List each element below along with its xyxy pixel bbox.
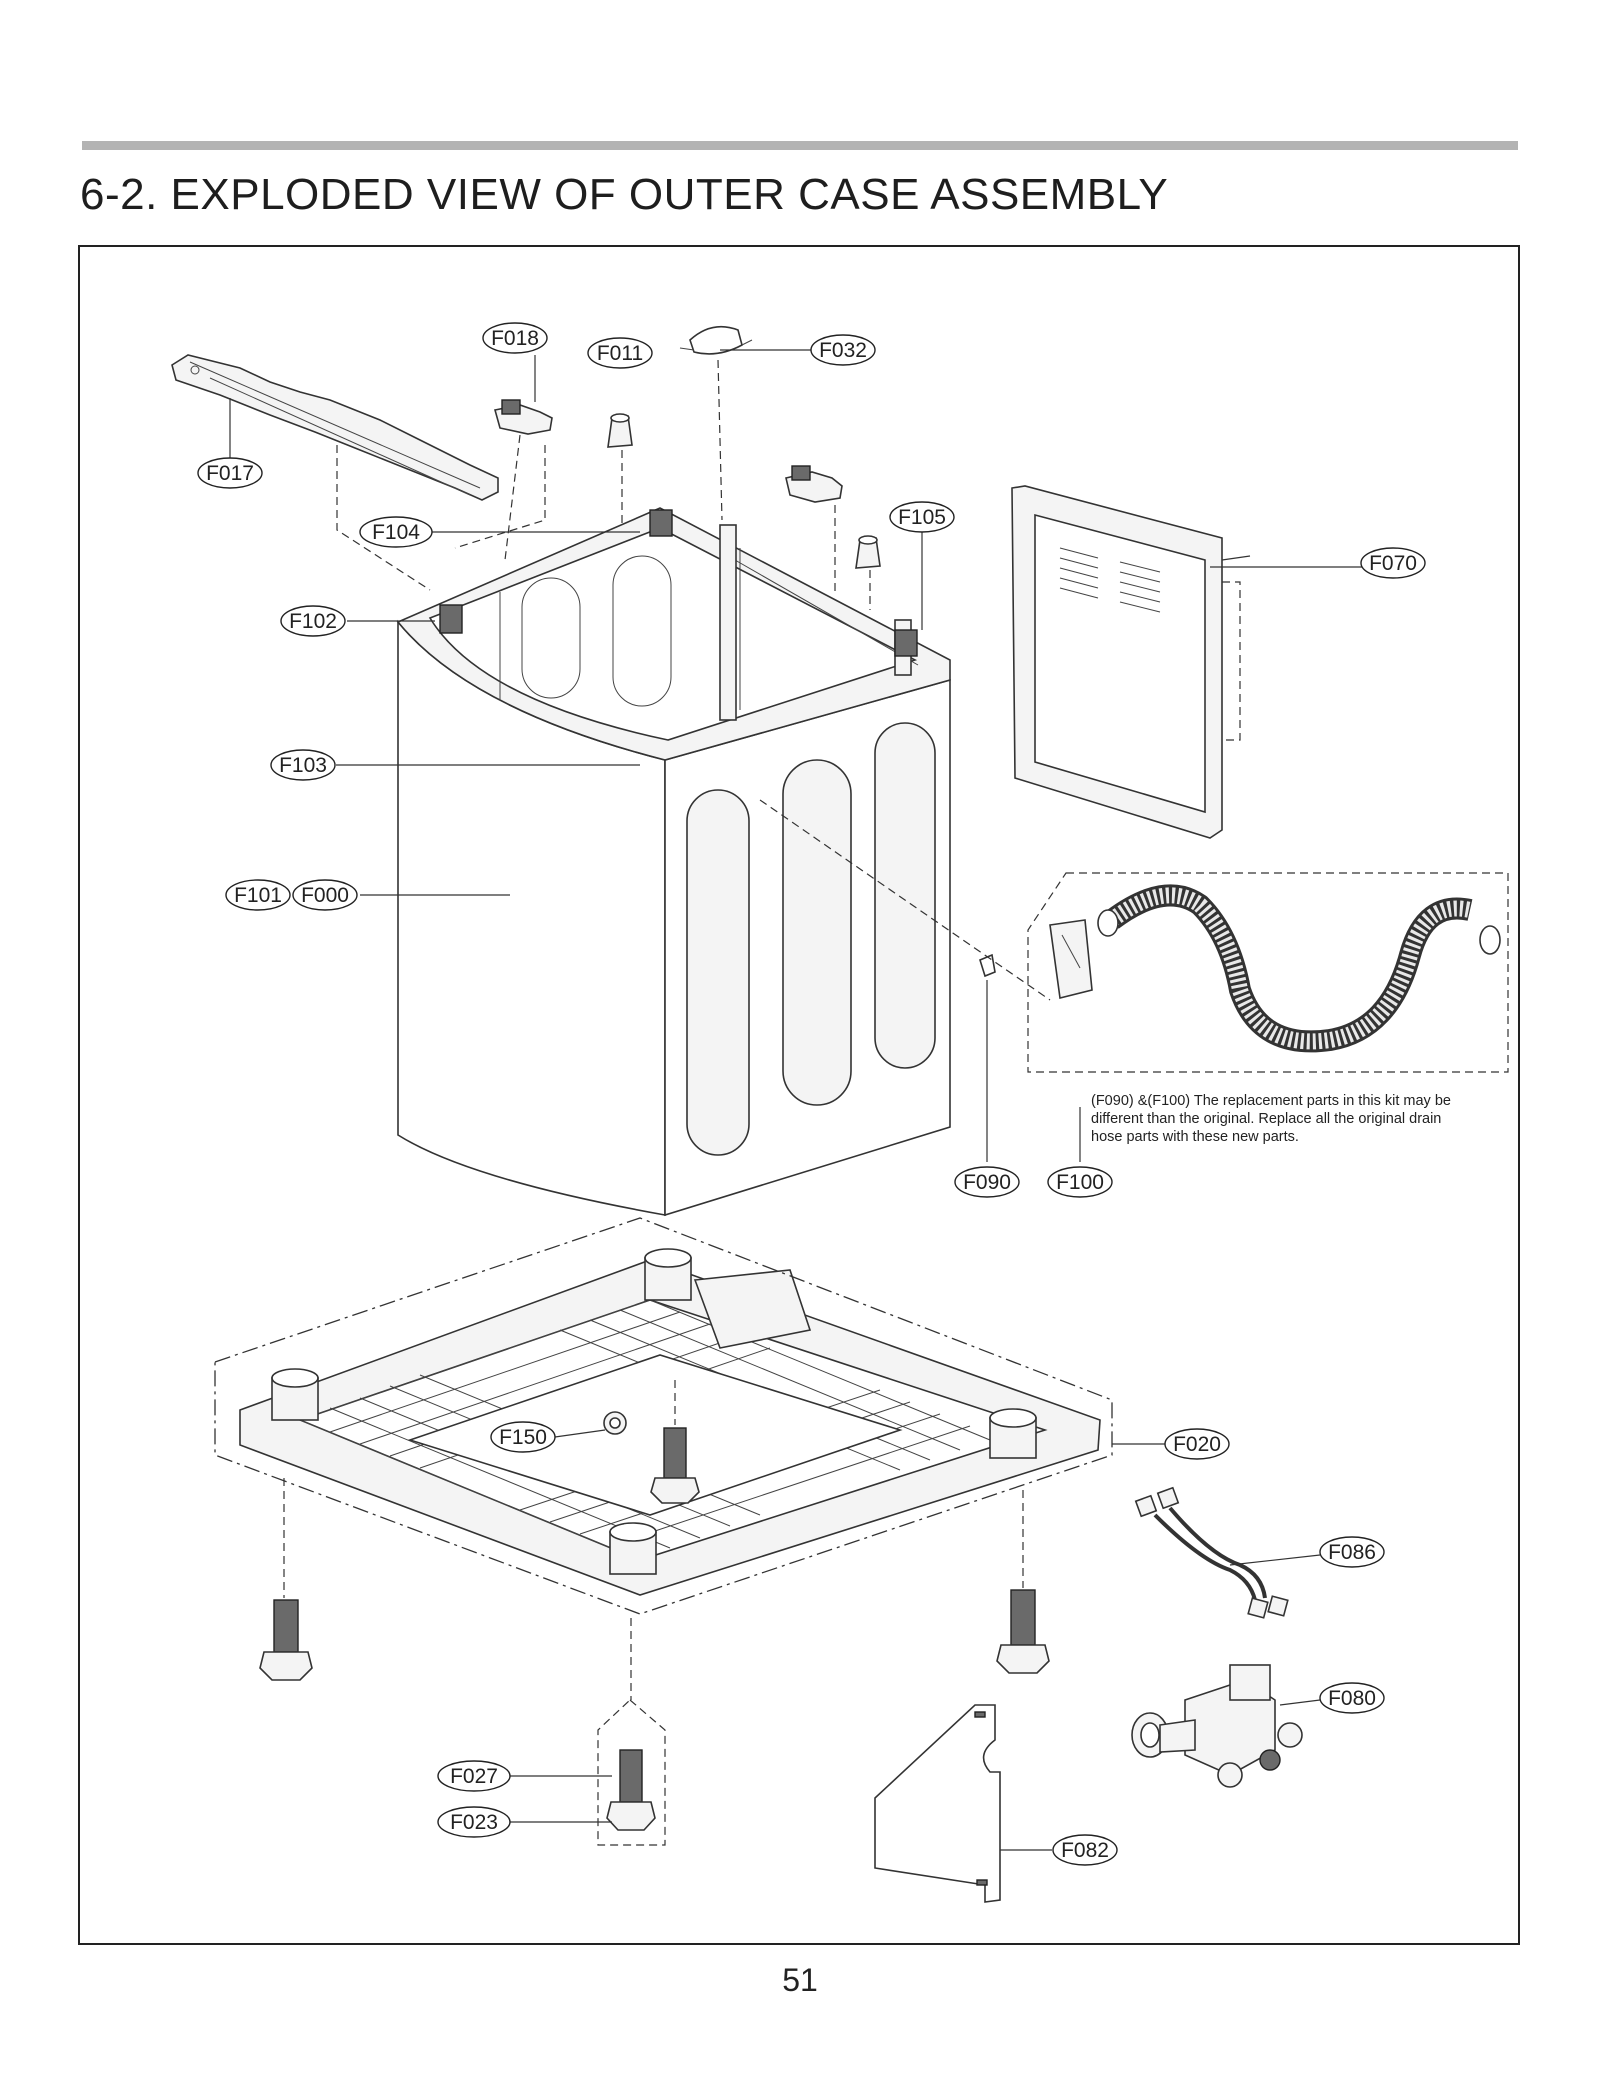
callout-F032: F032 <box>810 334 876 366</box>
svg-text:F023: F023 <box>450 1811 498 1834</box>
svg-text:F150: F150 <box>499 1426 547 1449</box>
svg-text:F018: F018 <box>491 327 539 350</box>
leader-lines <box>229 349 1365 1851</box>
wire-harness-part <box>1134 1486 1289 1619</box>
callout-F103: F103 <box>270 749 336 781</box>
svg-text:F101: F101 <box>234 884 282 907</box>
svg-text:F104: F104 <box>372 521 420 544</box>
callout-F080: F080 <box>1319 1682 1385 1714</box>
svg-text:F103: F103 <box>279 754 327 777</box>
leveling-leg <box>259 1599 313 1681</box>
rear-panel-part <box>1011 485 1241 839</box>
callout-F018: F018 <box>482 322 548 354</box>
pump-bracket-part <box>874 1704 1001 1903</box>
base-frame-part <box>214 1217 1113 1615</box>
callout-F023: F023 <box>437 1806 511 1838</box>
header-rule <box>82 141 1518 150</box>
drain-hose-note: (F090) &(F100) The replacement parts in … <box>1091 1092 1511 1146</box>
callout-F104: F104 <box>359 516 433 548</box>
svg-text:F020: F020 <box>1173 1433 1221 1456</box>
drain-hose-kit <box>1027 872 1509 1073</box>
callout-F105: F105 <box>889 501 955 533</box>
page-title: 6-2. EXPLODED VIEW OF OUTER CASE ASSEMBL… <box>80 170 1169 219</box>
svg-text:F017: F017 <box>206 462 254 485</box>
bracket-part <box>493 399 843 503</box>
callout-F070: F070 <box>1360 547 1426 579</box>
svg-text:F086: F086 <box>1328 1541 1376 1564</box>
callout-F027: F027 <box>437 1760 511 1792</box>
svg-text:F105: F105 <box>898 506 946 529</box>
callout-F020: F020 <box>1164 1428 1230 1460</box>
note-line: different than the original. Replace all… <box>1091 1111 1442 1127</box>
diagram-frame <box>78 245 1520 1945</box>
callout-F086: F086 <box>1319 1536 1385 1568</box>
svg-text:F000: F000 <box>301 884 349 907</box>
cap-part <box>603 1411 627 1435</box>
svg-text:F070: F070 <box>1369 552 1417 575</box>
svg-text:F080: F080 <box>1328 1687 1376 1710</box>
svg-text:F011: F011 <box>597 342 643 365</box>
callout-F101: F101 <box>225 879 291 911</box>
top-brace-part <box>171 354 499 501</box>
callout-F090: F090 <box>954 1166 1020 1198</box>
cabinet-part <box>396 507 951 1217</box>
note-line: (F090) &(F100) The replacement parts in … <box>1091 1093 1451 1109</box>
svg-text:F102: F102 <box>289 610 337 633</box>
note-line: hose parts with these new parts. <box>1091 1129 1299 1145</box>
leveling-leg <box>650 1427 700 1504</box>
drain-pump-part <box>1131 1664 1303 1788</box>
callout-F150: F150 <box>490 1421 556 1453</box>
callout-F011: F011 <box>587 337 653 369</box>
callout-F000: F000 <box>292 879 358 911</box>
callout-F017: F017 <box>197 457 263 489</box>
svg-text:F090: F090 <box>963 1171 1011 1194</box>
page-number: 51 <box>782 1962 818 1998</box>
clamp-part <box>679 325 753 355</box>
callout-F100: F100 <box>1047 1166 1113 1198</box>
leveling-leg <box>996 1589 1050 1674</box>
svg-text:F100: F100 <box>1056 1171 1104 1194</box>
damper-part <box>607 413 881 569</box>
svg-text:F082: F082 <box>1061 1839 1109 1862</box>
leveling-leg <box>597 1699 666 1846</box>
svg-text:F032: F032 <box>819 339 867 362</box>
callout-F102: F102 <box>280 605 346 637</box>
svg-text:F027: F027 <box>450 1765 498 1788</box>
callout-F082: F082 <box>1052 1834 1118 1866</box>
clip-part <box>979 953 996 978</box>
